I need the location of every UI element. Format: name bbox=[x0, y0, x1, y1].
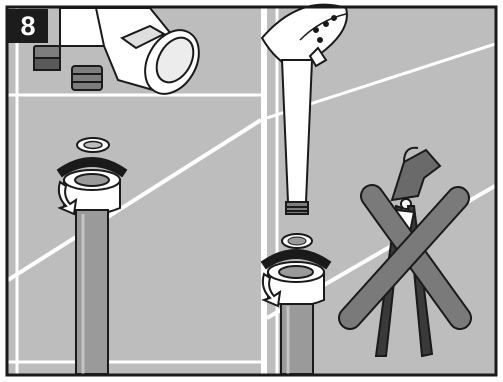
hose bbox=[281, 304, 313, 374]
step-number-badge: 8 bbox=[8, 9, 48, 43]
panel-divider bbox=[261, 8, 267, 374]
panel-hose-to-outlet bbox=[8, 8, 261, 374]
hose bbox=[76, 210, 108, 374]
filter-screen bbox=[282, 234, 312, 248]
panel-hose-to-handshower bbox=[262, 5, 495, 374]
